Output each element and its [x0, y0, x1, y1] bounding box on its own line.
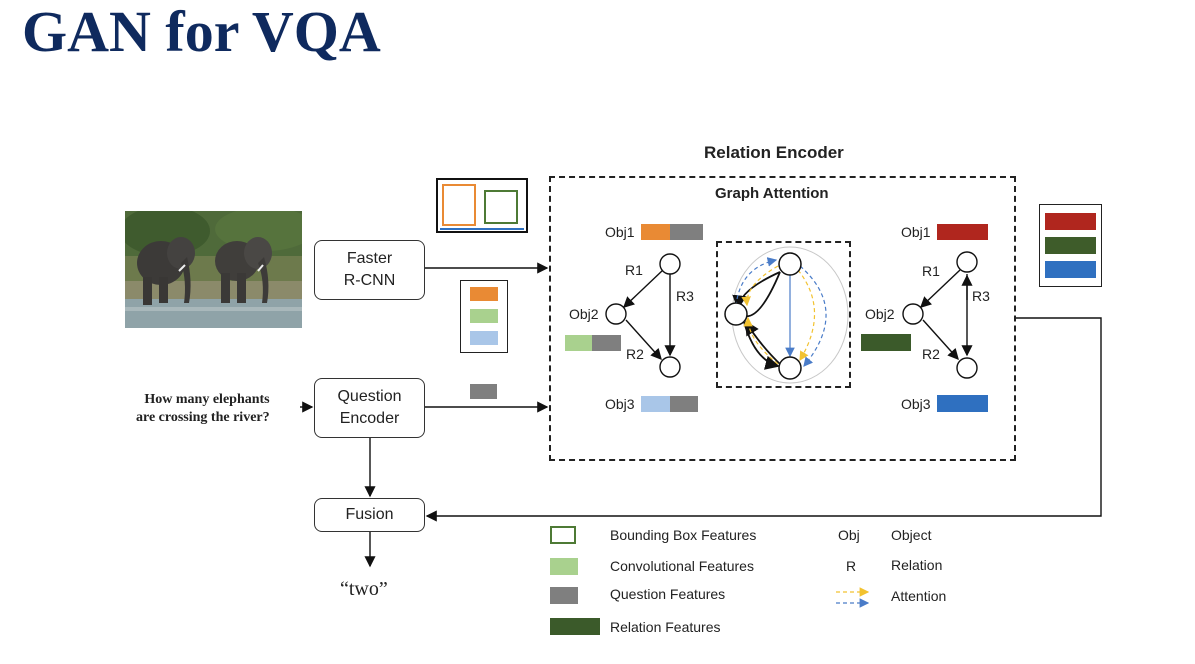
light-blue-feature: [470, 331, 498, 345]
relation-encoder-title: Relation Encoder: [704, 143, 844, 162]
bbox-blue-line: [440, 228, 524, 230]
left-obj2-feature: [565, 335, 592, 351]
legend-bbox-swatch: [550, 526, 576, 544]
right-obj3-feature: [937, 395, 988, 412]
output-blue-feature: [1045, 261, 1096, 278]
relation-encoder-box: [549, 176, 1016, 461]
light-green-feature: [470, 309, 498, 323]
legend-relation-label: Relation Features: [610, 619, 721, 635]
left-obj3-q-feature: [670, 396, 698, 412]
right-obj2-label: Obj2: [865, 306, 895, 322]
right-r1-label: R1: [922, 263, 940, 279]
graph-attention-title: Graph Attention: [715, 185, 829, 202]
question-feature: [470, 384, 497, 399]
left-obj3-label: Obj3: [605, 396, 635, 412]
question-line-2: are crossing the river?: [136, 410, 270, 425]
bbox-green-frame: [484, 190, 518, 224]
answer-text: “two”: [340, 578, 388, 600]
graph-attention-box: [716, 241, 851, 388]
legend-obj-key: Obj: [838, 527, 860, 543]
left-obj2-label: Obj2: [569, 306, 599, 322]
output-red-feature: [1045, 213, 1096, 230]
left-relation-graph: [605, 253, 681, 378]
fusion-box: Fusion: [314, 498, 425, 532]
question-encoder-label-1: Question: [337, 388, 402, 405]
fusion-label: Fusion: [345, 506, 394, 523]
right-obj3-label: Obj3: [901, 396, 931, 412]
legend-relation-swatch: [550, 618, 600, 635]
legend-question-swatch: [550, 587, 578, 604]
legend-attention-label: Attention: [891, 588, 947, 604]
orange-feature: [470, 287, 498, 301]
left-r3-label: R3: [676, 288, 694, 304]
legend-r-key: R: [846, 558, 857, 574]
legend-question-label: Question Features: [610, 586, 726, 602]
legend-conv-label: Convolutional Features: [610, 558, 754, 574]
bbox-orange-frame: [442, 184, 476, 226]
attention-graph: [724, 246, 849, 384]
question-encoder-label-2: Encoder: [339, 410, 400, 427]
slide-title: GAN for VQA: [22, 0, 381, 64]
left-r2-label: R2: [626, 346, 644, 362]
relation-feature: [861, 334, 911, 351]
faster-rcnn-box: Faster R-CNN: [314, 240, 425, 300]
left-obj1-label: Obj1: [605, 224, 635, 240]
right-r3-label: R3: [972, 288, 990, 304]
output-to-fusion-arrow: [425, 317, 1102, 522]
faster-rcnn-label-2: R-CNN: [343, 272, 396, 289]
right-r2-label: R2: [922, 346, 940, 362]
left-obj3-feature: [641, 396, 670, 412]
right-obj1-feature: [937, 224, 988, 240]
left-obj1-q-feature: [670, 224, 703, 240]
output-green-feature: [1045, 237, 1096, 254]
question-text: How many elephants are crossing the rive…: [136, 391, 270, 427]
bounding-box-icon: [436, 178, 528, 233]
legend-obj-value: Object: [891, 527, 932, 543]
question-line-1: How many elephants: [144, 392, 270, 407]
legend-bbox-label: Bounding Box Features: [610, 527, 757, 543]
left-obj2-q-feature: [592, 335, 621, 351]
right-relation-graph: [902, 251, 978, 379]
legend-conv-swatch: [550, 558, 578, 575]
left-obj1-feature: [641, 224, 670, 240]
feature-stack: [460, 280, 508, 353]
legend-r-value: Relation: [891, 557, 943, 573]
right-obj1-label: Obj1: [901, 224, 931, 240]
elephants-photo: [125, 211, 302, 328]
question-encoder-box: Question Encoder: [314, 378, 425, 438]
faster-rcnn-label-1: Faster: [346, 250, 393, 267]
output-feature-stack: [1039, 204, 1102, 287]
left-r1-label: R1: [625, 262, 643, 278]
